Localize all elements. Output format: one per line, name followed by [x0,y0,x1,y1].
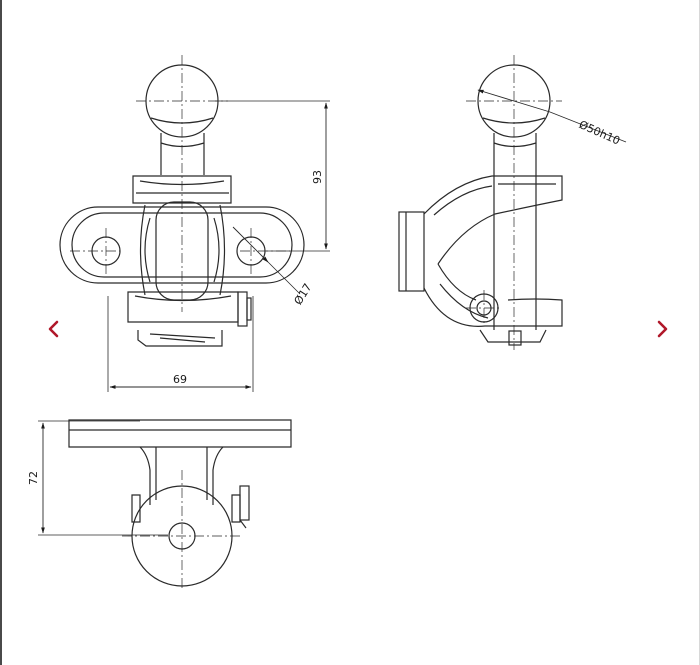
side-view [398,64,627,346]
next-image-button[interactable] [651,317,675,341]
top-view [38,419,292,587]
chevron-right-icon [657,320,668,338]
dim-ball-diameter: Ø50h10 [577,118,622,148]
previous-image-button[interactable] [41,317,65,341]
dim-width-69: 69 [173,373,187,386]
left-frame-edge [0,0,2,665]
dim-hole-diameter: Ø17 [292,281,315,307]
front-view [59,64,330,392]
centerlines [70,55,562,590]
dim-height-93: 93 [311,170,324,184]
chevron-left-icon [48,320,59,338]
dim-height-72: 72 [27,471,40,485]
